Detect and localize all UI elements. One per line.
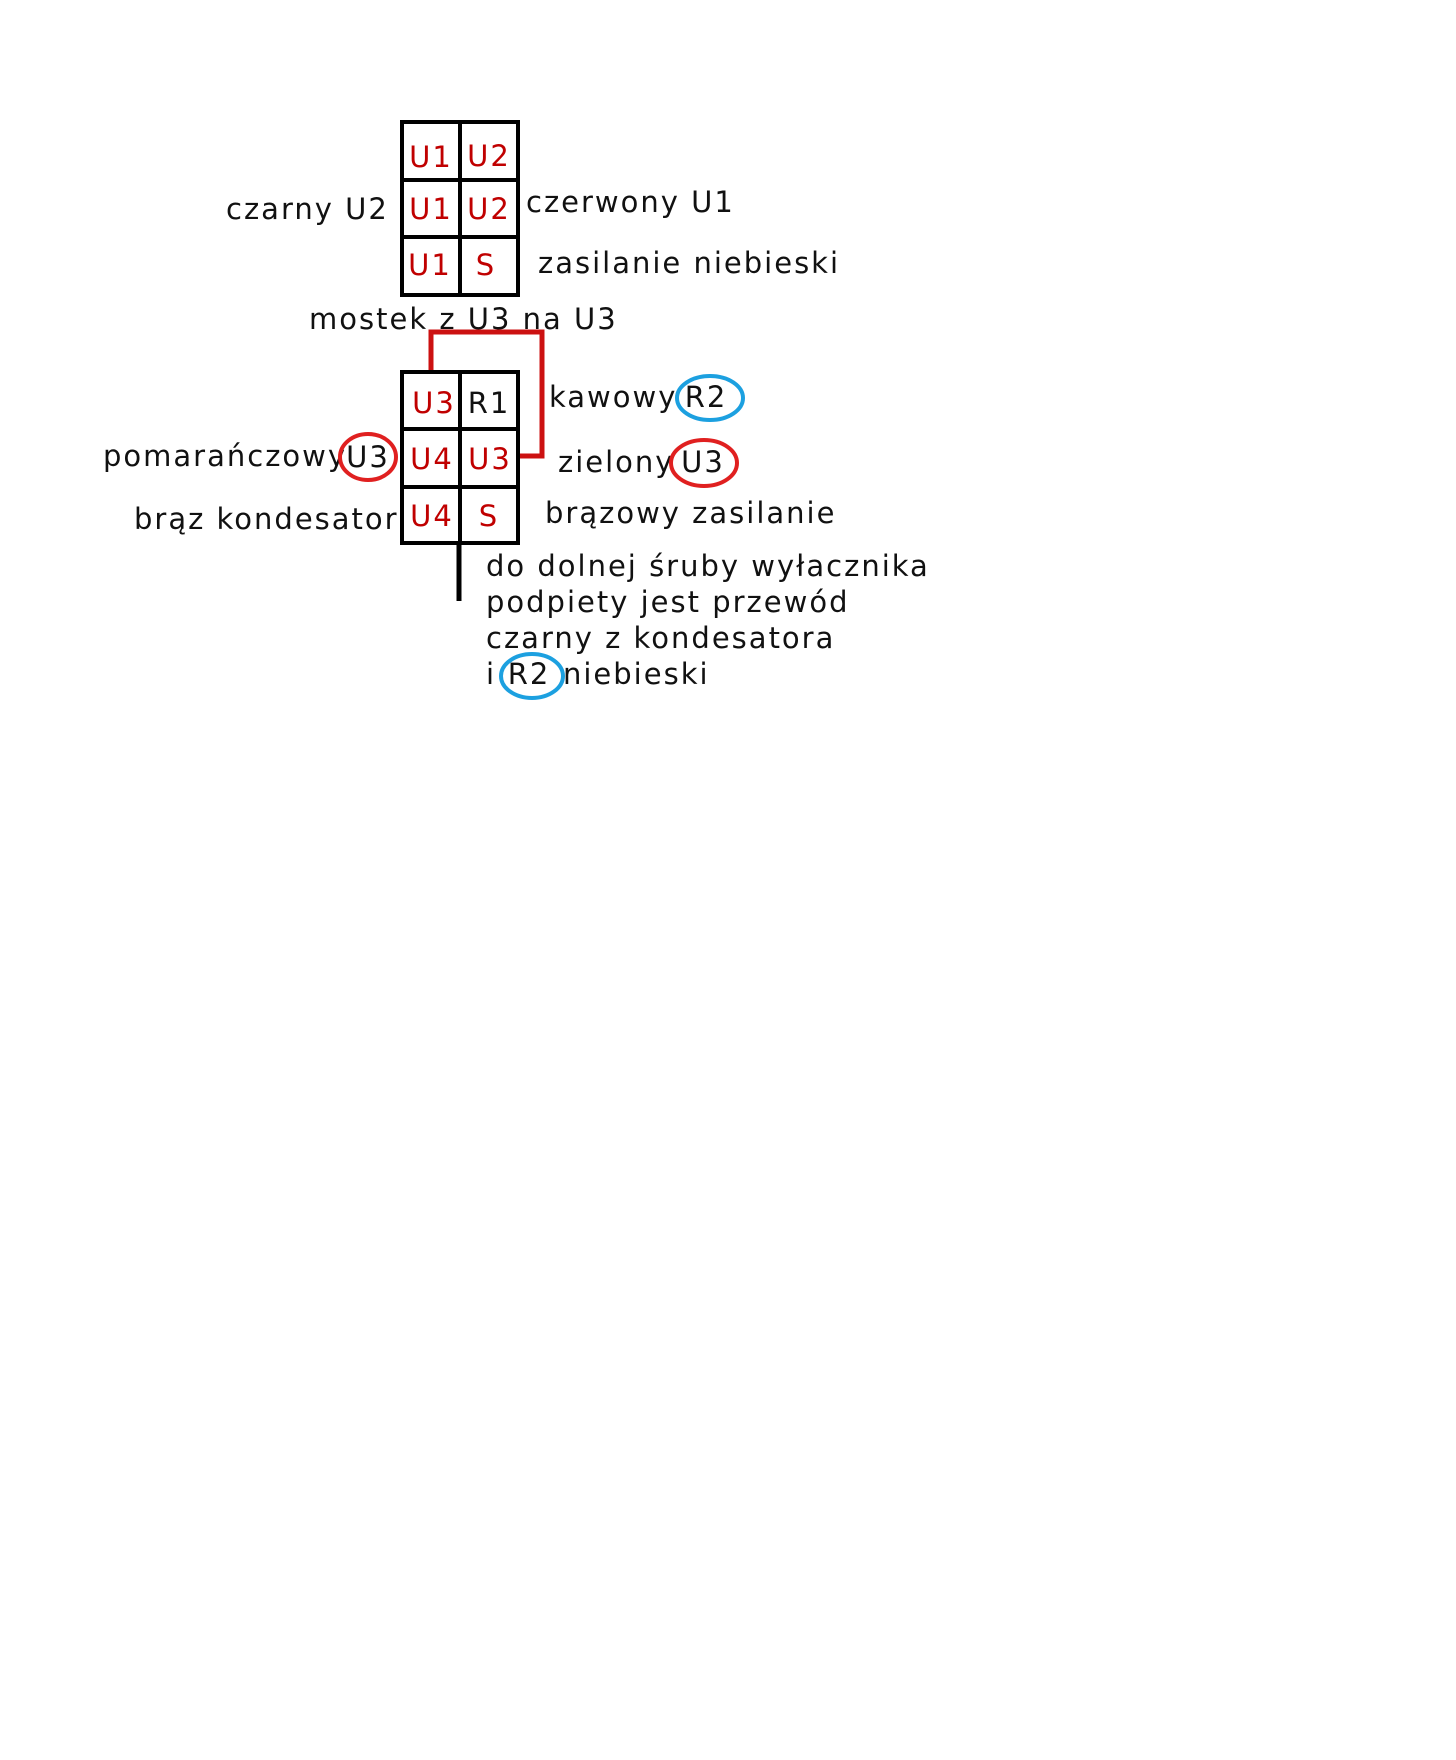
label-pomaranczowy-u3: U3: [346, 440, 390, 474]
upper-terminal-u2-a: U2: [467, 139, 511, 173]
note-line-1: do dolnej śruby wyłacznika: [486, 549, 930, 583]
lower-terminal-s: S: [479, 499, 499, 533]
label-pomaranczowy: pomarańczowy: [103, 439, 347, 473]
label-zasilanie-niebieski: zasilanie niebieski: [538, 246, 840, 280]
note-text: do dolnej śruby wyłacznika podpiety jest…: [486, 549, 930, 700]
upper-terminal-block: [400, 120, 520, 297]
circle-pomaranczowy-u3: [338, 432, 398, 482]
bridge-wire: [428, 329, 545, 459]
lower-cell-r3-c2: [458, 485, 520, 545]
label-kawowy: kawowy: [549, 380, 677, 414]
upper-terminal-u1-a: U1: [409, 140, 453, 174]
upper-cell-r3-c1: [400, 235, 462, 297]
label-czarny-u2: czarny U2: [226, 192, 389, 226]
lower-terminal-u4-b: U4: [410, 499, 454, 533]
lower-cell-r1-c2: [458, 370, 520, 431]
label-braz-kondesator: brąz kondesator: [134, 502, 399, 536]
note-line-3: czarny z kondesatora: [486, 621, 835, 655]
lower-terminal-r1: R1: [468, 386, 511, 420]
circle-note-r2: [499, 652, 565, 700]
upper-terminal-labels: U1 U2 U1 U2 U1 S: [408, 139, 511, 282]
label-zielony-u3: U3: [681, 445, 725, 479]
note-line-4-r2: R2: [508, 657, 551, 691]
lower-terminal-u3-b: U3: [468, 442, 512, 476]
circle-kawowy-r2: [675, 374, 745, 422]
label-brazowy-zasilanie: brązowy zasilanie: [545, 496, 836, 530]
note-line-4-suffix: niebieski: [563, 657, 710, 691]
label-zielony: zielony: [558, 445, 674, 479]
label-kawowy-r2: R2: [685, 380, 728, 414]
note-line-2: podpiety jest przewód: [486, 585, 849, 619]
lower-terminal-u3-a: U3: [412, 386, 456, 420]
label-czerwony-u1: czerwony U1: [526, 185, 735, 219]
lower-terminal-labels: U3 R1 U4 U3 U4 S: [410, 386, 512, 533]
upper-terminal-u1-c: U1: [408, 248, 452, 282]
upper-terminal-u2-b: U2: [467, 192, 511, 226]
circle-zielony-u3: [669, 438, 739, 488]
lower-terminal-u4-a: U4: [410, 442, 454, 476]
lower-terminal-block: [400, 370, 520, 545]
note-line-4-prefix: i: [486, 657, 496, 691]
upper-terminal-s: S: [476, 248, 496, 282]
upper-terminal-u1-b: U1: [409, 192, 453, 226]
upper-cell-r3-c2: [458, 235, 520, 297]
lower-cell-r1-c1: [400, 370, 462, 431]
upper-cell-r2-c2: [458, 178, 520, 239]
lower-cell-r3-c1: [400, 485, 462, 545]
